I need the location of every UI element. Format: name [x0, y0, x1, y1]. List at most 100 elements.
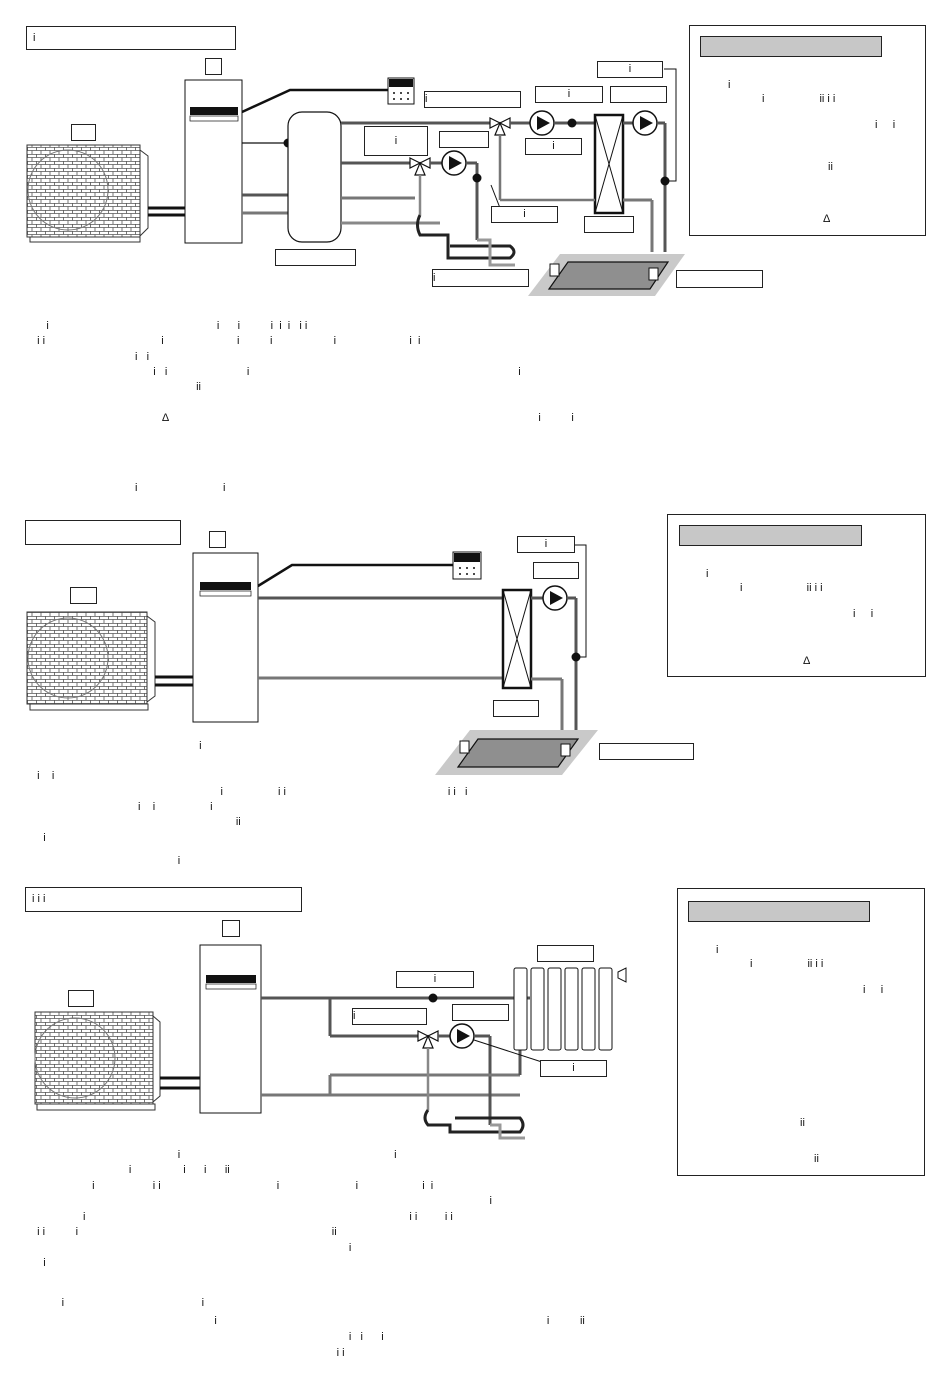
section3-text-row: i: [28, 1195, 492, 1207]
section1-note-line: ii: [828, 161, 833, 173]
section2-slab-label: [599, 743, 694, 760]
section3-note-line: ii: [800, 1117, 805, 1129]
section3-outdoor-unit-number: [68, 990, 94, 1007]
section3-valve-label: i: [352, 1008, 427, 1025]
section3-pump-label: [452, 1004, 509, 1021]
section1-text-row: i i: [28, 351, 150, 363]
section3-title: i i i: [25, 887, 302, 912]
section3-notes-panel: i i ii i i i i ii ii: [677, 888, 925, 1176]
section2-note-line: Δ: [803, 655, 811, 667]
section3-text-row: i i i i i: [28, 1211, 453, 1223]
section3-radiator-label: [537, 945, 594, 962]
section1-text-row: Δ i i: [28, 412, 574, 424]
mixing-valve-icon: [417, 1030, 439, 1049]
pump-icon: [542, 585, 568, 611]
section2-note-line: i i: [853, 608, 874, 620]
section2-indoor-unit-number: [209, 531, 226, 548]
section3-note-line: i: [716, 944, 719, 956]
section2-pump-label: [533, 562, 579, 579]
section1-notes-heading: [700, 36, 882, 57]
section3-text-row: i i i ii: [28, 1164, 230, 1176]
section2-text-row: i: [28, 855, 181, 867]
section3-text-row: i i: [28, 1149, 397, 1161]
section1-note-line: i: [728, 79, 731, 91]
section1-notes-panel: i i ii i i i i ii Δ: [689, 25, 926, 236]
section2-note-line: i: [706, 568, 709, 580]
section1-tank-label: i: [364, 126, 428, 156]
pump-icon: [632, 110, 658, 136]
mixing-valve-icon: [409, 157, 431, 176]
section1-mid-label: i: [525, 138, 582, 155]
section2-title: [25, 520, 181, 545]
section3-text-row: i i i i i i i: [28, 1180, 434, 1192]
section3-text-row: i i ii: [28, 1315, 585, 1327]
pump-icon: [449, 1023, 475, 1049]
section2-heat-exchanger-label: [493, 700, 539, 717]
section2-text-row: i i i i i i: [28, 786, 468, 798]
section3-notes-heading: [688, 901, 870, 922]
remote-controller-2: [452, 551, 482, 580]
section3-text-row: i i: [28, 1347, 345, 1359]
section3-text-row: i i: [28, 1297, 205, 1309]
section2-notes-heading: [679, 525, 862, 546]
outdoor-unit-2: [26, 611, 156, 711]
section2-sensor-label: i: [517, 536, 575, 553]
section1-indoor-unit-number: [205, 58, 222, 75]
section1-title: i: [26, 26, 236, 50]
remote-controller-1: [387, 77, 415, 105]
section1-valve-label: i: [424, 91, 521, 108]
section3-note-line: i i: [863, 984, 884, 996]
radiator-icon: [513, 967, 627, 1075]
section3-text-row: i: [28, 1242, 352, 1254]
section1-note-line: i ii i i: [762, 93, 836, 105]
indoor-unit-2: [192, 552, 259, 723]
section1-note-line: i i: [875, 119, 896, 131]
section1-slab-label: [676, 270, 763, 288]
heat-exchanger-2: [501, 588, 533, 690]
section2-text-row: i i: [28, 770, 55, 782]
section1-text-row: i i i i: [28, 366, 521, 378]
section3-text-row: i i i: [28, 1331, 384, 1343]
section2-graphics: [26, 544, 598, 775]
section3-mid-label: i: [396, 971, 474, 988]
section2-text-row: i: [28, 832, 46, 844]
section1-sensor-label: i: [597, 61, 663, 78]
section1-small-label: [439, 131, 489, 148]
section1-text-row: ii: [28, 381, 201, 393]
section2-outdoor-unit-number: [70, 587, 97, 604]
section1-pump-label-right: [610, 86, 667, 103]
section2-text-row: i i i: [28, 801, 213, 813]
section1-note-line: Δ: [823, 213, 831, 225]
indoor-unit-3: [199, 944, 262, 1114]
section1-pump-label-bottom: i: [491, 206, 558, 223]
section1-text-row: i i: [28, 482, 226, 494]
section2-text-row: i: [28, 740, 202, 752]
section3-note-line: ii: [814, 1153, 819, 1165]
section1-outdoor-unit-number: [71, 124, 96, 141]
indoor-unit-1: [184, 79, 243, 244]
heat-exchanger-1: [593, 113, 625, 215]
section2-notes-panel: i i ii i i i i Δ: [667, 514, 926, 677]
section2-note-line: i ii i i: [740, 582, 823, 594]
section1-heat-exchanger-label: [584, 216, 634, 233]
section3-indoor-unit-number: [222, 920, 240, 937]
section1-floor-loop-label: i: [432, 269, 529, 287]
section1-pump-label-top: i: [535, 86, 603, 103]
section1-graphics: [26, 68, 685, 296]
section3-text-row: i i i ii: [28, 1226, 337, 1238]
buffer-tank-1: [287, 111, 342, 243]
section1-buffer-tank-label: [275, 249, 356, 266]
section3-note-line: i ii i i: [750, 958, 824, 970]
outdoor-unit-1: [26, 144, 149, 243]
section3-text-row: i: [28, 1257, 46, 1269]
section3-pump-label-right: i: [540, 1060, 607, 1077]
pump-icon: [441, 150, 467, 176]
section2-text-row: ii: [28, 816, 241, 828]
section3-graphics: [34, 944, 627, 1140]
section1-text-row: i i i i i i i i: [28, 320, 308, 332]
mixing-valve-icon: [489, 117, 511, 136]
outdoor-unit-3: [34, 1011, 161, 1111]
section1-text-row: i i i i i i i i: [28, 335, 421, 347]
pump-icon: [529, 110, 555, 136]
